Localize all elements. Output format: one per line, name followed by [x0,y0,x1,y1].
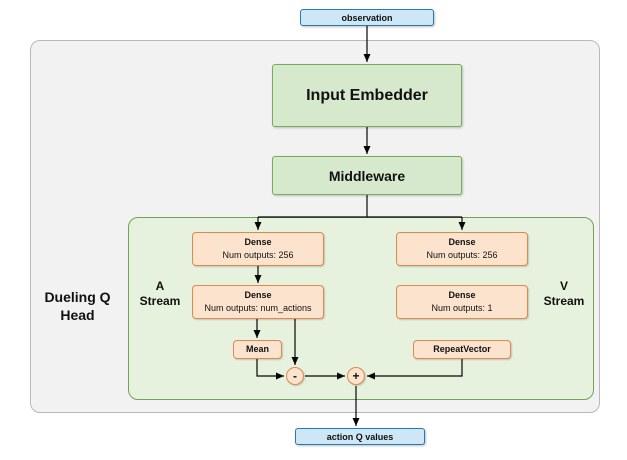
v-stream-dense-1: Dense Num outputs: 256 [396,232,528,266]
action-q-values-node: action Q values [295,428,425,445]
a-stream-dense-2: Dense Num outputs: num_actions [192,285,324,319]
a-stream-dense-1-subtitle: Num outputs: 256 [222,250,294,260]
subtract-node: - [286,367,304,385]
a-stream-dense-1-title: Dense [244,237,272,248]
mean-node: Mean [233,340,282,359]
dueling-q-head-label: Dueling Q Head [44,289,111,323]
repeat-vector-label: RepeatVector [433,344,491,355]
observation-label: observation [341,12,393,23]
v-stream-dense-2-title: Dense [448,290,476,301]
subtract-label: - [293,369,297,383]
v-stream-label: V Stream [543,279,585,308]
a-stream-dense-2-title: Dense [244,290,272,301]
a-stream-dense-1: Dense Num outputs: 256 [192,232,324,266]
middleware-label: Middleware [328,167,406,184]
add-label: + [352,369,360,383]
middleware-node: Middleware [272,156,462,195]
add-node: + [347,367,365,385]
observation-node: observation [300,9,434,26]
v-stream-dense-2: Dense Num outputs: 1 [396,285,528,319]
v-stream-dense-2-subtitle: Num outputs: 1 [431,303,493,313]
a-stream-dense-2-subtitle: Num outputs: num_actions [204,303,312,313]
mean-label: Mean [245,344,269,355]
input-embedder-label: Input Embedder [306,86,428,104]
input-embedder-node: Input Embedder [272,64,462,127]
v-stream-dense-1-title: Dense [448,237,476,248]
action-q-values-label: action Q values [326,431,394,442]
a-stream-label: A Stream [139,279,181,308]
v-stream-dense-1-subtitle: Num outputs: 256 [426,250,498,260]
repeat-vector-node: RepeatVector [413,340,511,359]
